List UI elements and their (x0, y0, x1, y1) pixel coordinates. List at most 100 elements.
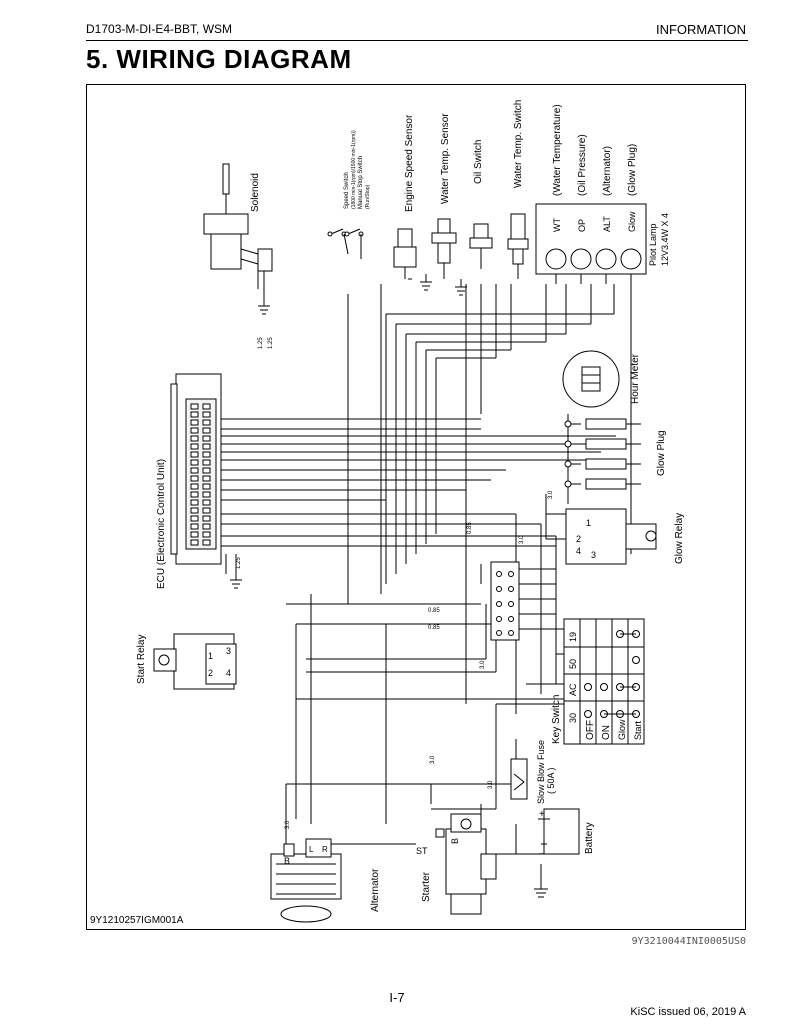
ecu-pin (190, 491, 199, 498)
issue-note: KiSC issued 06, 2019 A (630, 1006, 746, 1018)
ecu-pin (202, 419, 211, 426)
wire-size-label: 3.0 (488, 780, 494, 789)
battery-minus: − (539, 849, 545, 860)
oil-switch (469, 223, 493, 269)
speed-switch-detail: (1800 min-1(rpm)/1500 min-1(rpm)) (351, 130, 357, 209)
ecu-pin (202, 499, 211, 506)
start-relay (153, 633, 237, 690)
wire-size-label: 3.0 (285, 820, 291, 829)
start-relay-label: Start Relay (136, 635, 147, 684)
figure-id: 9Y1210257IGM001A (90, 915, 184, 926)
slow-blow-fuse-label: Slow Blow Fuse (536, 740, 546, 804)
pilot-lamp-spec: 12V3.4W X 4 (660, 213, 670, 266)
ecu-pin (202, 459, 211, 466)
page-number: I-7 (389, 990, 405, 1005)
lamp-label-alternator: (Alternator) (602, 146, 613, 196)
key-switch-label: Key Switch (551, 695, 562, 744)
water-temp-sensor-label: Water Temp. Sensor (440, 113, 451, 204)
start-relay-terminal-1: 1 (208, 651, 213, 661)
ecu-pin (202, 483, 211, 490)
lamp-code-alt: ALT (602, 216, 612, 232)
ecu-pin (190, 443, 199, 450)
speed-switch-label: Speed Switch (344, 172, 350, 209)
ecu-pin (190, 459, 199, 466)
alternator-terminal-r: R (322, 845, 328, 854)
ecu-connector-pins (190, 403, 211, 546)
battery-label: Battery (584, 822, 595, 854)
ecu-pin (190, 419, 199, 426)
glow-relay-terminal-3: 3 (591, 550, 596, 560)
water-temp-sensor (431, 218, 457, 279)
lamp-code-op: OP (577, 219, 587, 232)
ecu-pin (190, 507, 199, 514)
ecu-pin (190, 467, 199, 474)
ecu-pin (202, 531, 211, 538)
engine-speed-sensor-label: Engine Speed Sensor (404, 114, 415, 212)
water-temp-switch (507, 213, 529, 279)
ecu-pin (190, 435, 199, 442)
ecu-pin (202, 443, 211, 450)
lamp-code-glow: Glow (627, 211, 637, 232)
pilot-lamp-label: Pilot Lamp (648, 223, 658, 266)
engine-speed-sensor (393, 228, 417, 280)
lamp-code-wt: WT (552, 218, 562, 232)
alternator (270, 838, 342, 923)
lamp-label-oil-pressure: (Oil Pressure) (577, 134, 588, 196)
ecu-pin (202, 451, 211, 458)
ecu-pin (202, 403, 211, 410)
wire-size-label: 0.85 (428, 625, 440, 631)
glow-relay-terminal-2: 2 (576, 534, 581, 544)
slow-blow-fuse-rating: ( 50A ) (546, 767, 556, 794)
oil-switch-label: Oil Switch (473, 140, 484, 184)
starter-label: Starter (421, 871, 432, 902)
starter-terminal-st: ST (416, 846, 428, 856)
ecu-pin (190, 411, 199, 418)
key-switch-connector (490, 561, 520, 641)
header-rule (86, 40, 748, 41)
ecu-pin (190, 403, 199, 410)
ecu-pin (202, 467, 211, 474)
alternator-terminal-b: B (284, 856, 290, 866)
ecu-pin (190, 451, 199, 458)
wire-size-label: 3.0 (519, 535, 525, 544)
key-terminal-19: 19 (568, 632, 578, 642)
ecu-pin (202, 435, 211, 442)
ecu-pin (202, 523, 211, 530)
start-relay-terminal-4: 4 (226, 668, 231, 678)
ecu-pin (190, 427, 199, 434)
lamp-label-glow-plug: (Glow Plug) (627, 144, 638, 196)
key-position-on: ON (601, 725, 612, 740)
ecu-pin (202, 515, 211, 522)
water-temp-switch-label: Water Temp. Switch (513, 100, 524, 188)
wire-size-label: 0.85 (467, 522, 473, 534)
diagram-frame (86, 84, 746, 930)
ecu-pin (190, 523, 199, 530)
reference-code: 9Y3210044INI0005US0 (631, 936, 746, 947)
ecu-pin (190, 475, 199, 482)
speed-switch (327, 228, 364, 259)
glow-plug-label: Glow Plug (656, 430, 667, 476)
pilot-lamp-panel (535, 203, 647, 275)
wiring-diagram: Solenoid Speed Switch (1800 min-1(rpm)/1… (136, 100, 685, 923)
key-terminal-50: 50 (568, 659, 578, 669)
glow-relay-terminal-1: 1 (586, 518, 591, 528)
starter (435, 813, 497, 915)
ecu-pin (202, 539, 211, 546)
document-code: D1703-M-DI-E4-BBT, WSM (86, 22, 233, 36)
glow-relay-terminal-4: 4 (576, 546, 581, 556)
alternator-label: Alternator (370, 868, 381, 912)
key-position-glow: Glow (617, 719, 627, 740)
wire-size-label: 1.25 (258, 337, 264, 349)
ecu-pin (202, 475, 211, 482)
lamp-label-water-temp: (Water Temperature) (552, 104, 563, 196)
ecu-pin (190, 515, 199, 522)
stop-switch-label: Manual Stop Switch (358, 156, 364, 209)
key-switch-table (563, 618, 645, 745)
key-position-off: OFF (585, 720, 596, 740)
battery (534, 808, 580, 898)
glow-relay (565, 508, 657, 565)
glow-plugs (564, 418, 641, 490)
starter-terminal-b: B (450, 838, 460, 844)
key-terminal-ac: AC (568, 683, 578, 696)
solenoid-label: Solenoid (250, 173, 261, 212)
